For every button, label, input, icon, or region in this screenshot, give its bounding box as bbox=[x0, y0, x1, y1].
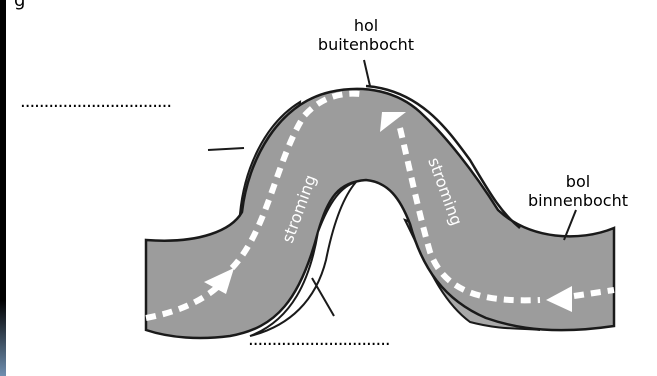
left-border-gradient bbox=[0, 300, 6, 376]
river-band bbox=[144, 87, 616, 340]
arrowhead-left bbox=[204, 268, 234, 294]
leader-top bbox=[363, 59, 371, 87]
leader-bottom bbox=[311, 277, 335, 317]
blank-bottom: .............................. bbox=[248, 329, 391, 350]
blank-top-left: ................................ bbox=[20, 91, 172, 112]
leader-left bbox=[207, 147, 245, 151]
label-top-line1: hol bbox=[353, 16, 379, 35]
flow-path-right-end bbox=[573, 287, 615, 299]
outer-bank-line bbox=[365, 84, 521, 229]
inner-bank-white bbox=[249, 180, 359, 337]
left-border bbox=[0, 0, 6, 376]
label-top: hol buitenbocht bbox=[312, 16, 420, 54]
label-right: bol binnenbocht bbox=[522, 172, 634, 210]
leader-right bbox=[563, 209, 577, 241]
label-right-line2: binnenbocht bbox=[527, 191, 629, 210]
label-top-line2: buitenbocht bbox=[317, 35, 415, 54]
arrowhead-right bbox=[546, 286, 572, 312]
flow-path-up bbox=[229, 90, 361, 271]
label-right-line1: bol bbox=[565, 172, 591, 191]
cut-off-text: g bbox=[14, 0, 26, 11]
arrowhead-top bbox=[380, 112, 406, 132]
flow-path-right-down bbox=[397, 127, 541, 304]
